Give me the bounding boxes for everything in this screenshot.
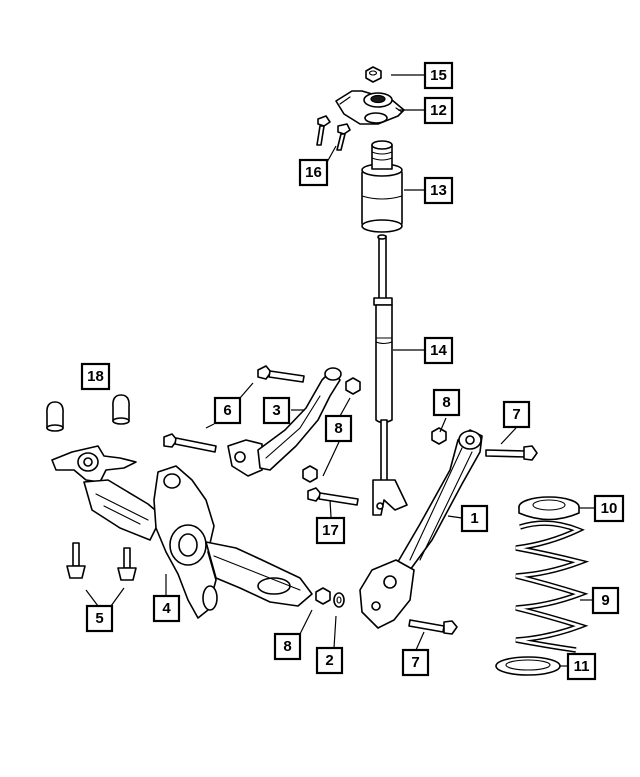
part-12-upper-mount [335,90,405,125]
part-7-bolt-upper-left [257,365,305,383]
callout-9: 9 [591,586,620,615]
callout-8-upper-label: 8 [334,420,342,437]
callout-13-label: 13 [430,182,447,199]
callout-7-lower-label: 7 [411,654,419,671]
callout-18: 18 [80,362,111,391]
callout-8-right: 8 [432,388,461,417]
callout-14-label: 14 [430,342,447,359]
callout-5: 5 [85,604,114,633]
callout-5-label: 5 [95,610,103,627]
part-18-caps [46,394,130,432]
callout-14: 14 [423,336,454,365]
callout-18-label: 18 [87,368,104,385]
part-1-lower-arm [359,429,483,629]
callout-1-label: 1 [470,510,478,527]
callout-4: 4 [152,594,181,623]
callout-16: 16 [298,158,329,187]
callout-9-label: 9 [601,592,609,609]
callout-8-upper: 8 [324,414,353,443]
callout-8-lower: 8 [273,632,302,661]
part-4-crossmember [51,445,163,541]
leader-lines [85,74,595,667]
part-7-bolt-lower [408,619,458,635]
callout-4-label: 4 [162,600,171,617]
part-17-bolt [307,487,359,506]
part-8-nut-right [431,427,447,445]
part-11-isolator [495,656,561,676]
callout-13: 13 [423,176,454,205]
callout-6-label: 6 [223,402,231,419]
callout-2-label: 2 [325,652,333,669]
callout-11-label: 11 [574,658,590,675]
callout-17-label: 17 [322,522,339,539]
part-7-bolt-right [485,445,538,461]
part-13-dust-boot [361,140,403,233]
part-10-spring-seat [518,496,580,521]
part-4-knuckle [153,465,313,619]
part-9-coil-spring [515,520,590,653]
callout-7-lower: 7 [401,648,430,677]
part-8-nut-lower [315,587,331,605]
callout-8-lower-label: 8 [283,638,291,655]
part-6-bolt [163,433,217,453]
part-8-nut-upper [345,377,361,395]
callout-12-label: 12 [430,102,447,119]
callout-11: 11 [566,652,597,681]
callout-12: 12 [423,96,454,125]
callout-16-label: 16 [305,164,322,181]
part-14-shock-absorber [372,234,408,516]
callout-17: 17 [315,516,346,545]
part-2-washer [333,592,345,608]
callout-3-label: 3 [272,402,280,419]
part-5-bolts [66,542,137,581]
part-15-nut [365,66,382,83]
callout-2: 2 [315,646,344,675]
part-3-upper-arm [227,367,342,477]
callout-10: 10 [593,494,625,523]
callout-3: 3 [262,396,291,425]
callout-15: 15 [423,61,454,90]
callout-7-right: 7 [502,400,531,429]
callout-8-right-label: 8 [442,394,450,411]
callout-15-label: 15 [430,67,447,84]
callout-10-label: 10 [601,500,618,517]
callout-1: 1 [460,504,489,533]
part-8-nut-center [302,465,318,483]
callout-6: 6 [213,396,242,425]
part-16-bolts [316,115,351,151]
callout-7-right-label: 7 [512,406,520,423]
